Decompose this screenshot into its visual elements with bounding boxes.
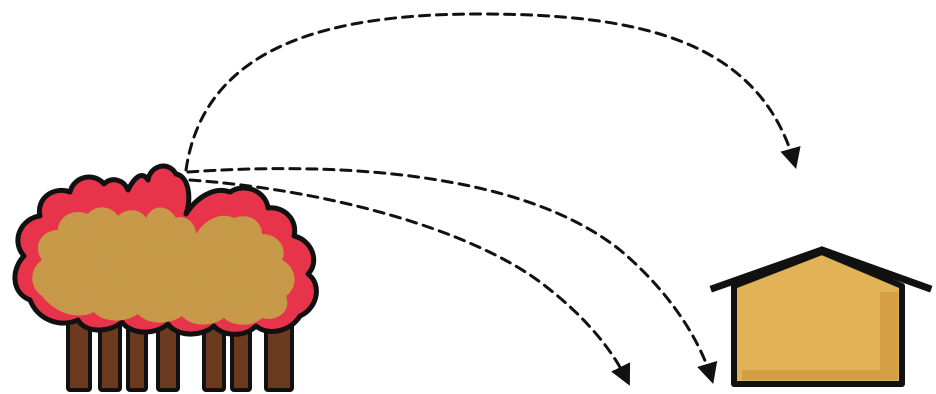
high-arc-arrow bbox=[186, 14, 795, 170]
burning-trees-icon bbox=[15, 166, 316, 390]
house-icon bbox=[714, 250, 928, 384]
tree-canopy bbox=[32, 207, 294, 324]
